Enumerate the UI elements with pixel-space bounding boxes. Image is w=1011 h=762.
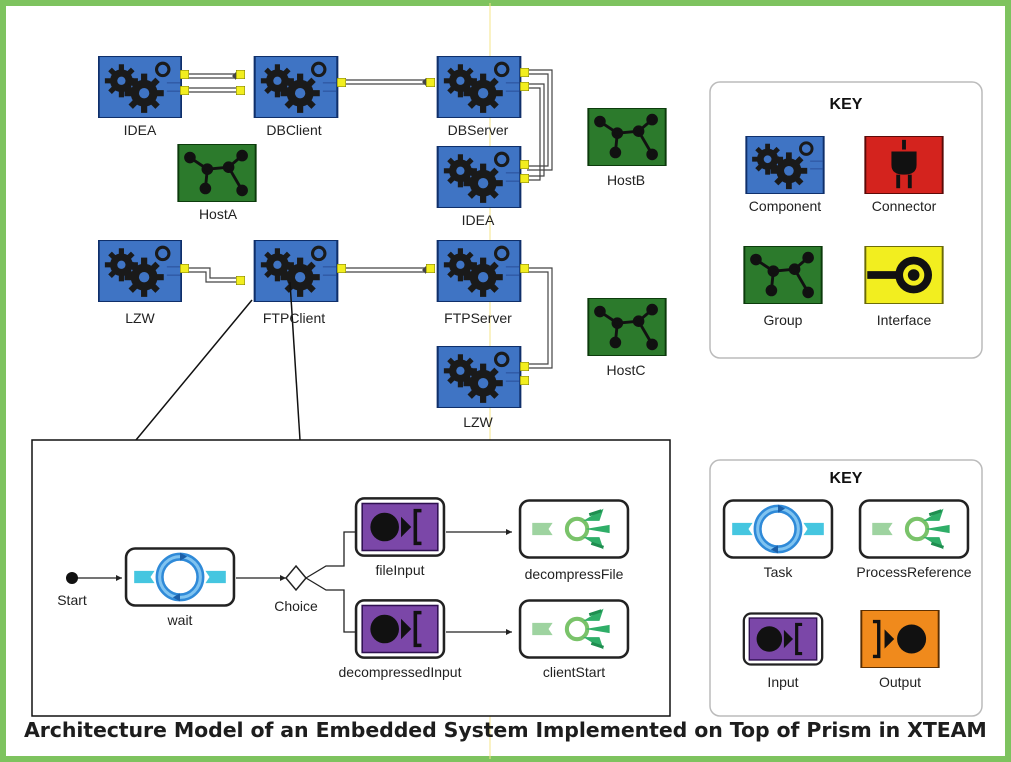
component-ftpserver[interactable]	[426, 240, 529, 302]
task-wait[interactable]	[126, 548, 234, 605]
key-interface-icon	[864, 246, 944, 304]
component-lzw-bottom[interactable]	[438, 346, 529, 408]
key-item-label: Output	[878, 674, 922, 690]
start-node[interactable]	[66, 572, 78, 584]
choice-label: Choice	[274, 598, 318, 614]
component-label: DBServer	[447, 122, 509, 138]
key-item-label: Group	[763, 312, 803, 328]
component-dbserver[interactable]	[426, 56, 529, 118]
key-item-label: Input	[767, 674, 799, 690]
key-architecture-title: KEY	[829, 96, 863, 113]
key-component-icon	[746, 136, 823, 194]
group-hostb[interactable]	[586, 108, 668, 166]
component-label: IDEA	[123, 122, 157, 138]
architecture-connections	[180, 69, 553, 369]
reference-decompressfile[interactable]	[520, 500, 628, 557]
key-output-icon	[860, 610, 940, 668]
key-input-icon	[742, 611, 824, 667]
key-processreference-icon	[860, 500, 968, 557]
figure-caption: Architecture Model of an Embedded System…	[24, 718, 987, 742]
reference-clientstart[interactable]	[520, 600, 628, 657]
zoom-lines	[135, 281, 301, 441]
input-label: fileInput	[375, 562, 425, 578]
component-label: FTPServer	[444, 310, 512, 326]
reference-label: clientStart	[542, 664, 606, 680]
component-idea-top[interactable]	[99, 56, 189, 118]
group-hosta[interactable]	[176, 144, 258, 202]
group-label: HostB	[606, 172, 646, 188]
task-label: wait	[167, 612, 193, 628]
input-decompressedinput[interactable]	[354, 598, 446, 660]
input-label: decompressedInput	[338, 664, 462, 680]
key-item-label: Component	[748, 198, 822, 214]
key-process-panel	[709, 459, 983, 717]
component-label: LZW	[125, 310, 155, 326]
choice-node[interactable]	[285, 564, 307, 592]
key-group-icon	[742, 246, 824, 304]
reference-label: decompressFile	[524, 566, 624, 582]
key-connector-icon	[864, 136, 944, 194]
component-idea-right[interactable]	[438, 146, 529, 208]
group-label: HostC	[606, 362, 646, 378]
component-label: DBClient	[266, 122, 322, 138]
key-item-label: ProcessReference	[856, 564, 972, 580]
input-fileinput[interactable]	[354, 496, 446, 558]
start-label: Start	[57, 592, 87, 608]
key-item-label: Interface	[876, 312, 932, 328]
group-hostc[interactable]	[586, 298, 668, 356]
process-edges	[76, 529, 512, 635]
component-label: LZW	[463, 414, 493, 430]
component-label: FTPClient	[262, 310, 326, 326]
group-label: HostA	[198, 206, 238, 222]
key-item-label: Connector	[871, 198, 937, 214]
key-item-label: Task	[763, 564, 793, 580]
component-label: IDEA	[461, 212, 495, 228]
key-architecture-panel	[709, 81, 983, 359]
component-lzw-left[interactable]	[99, 240, 189, 302]
key-task-icon	[724, 500, 832, 557]
key-process-title: KEY	[829, 470, 863, 487]
